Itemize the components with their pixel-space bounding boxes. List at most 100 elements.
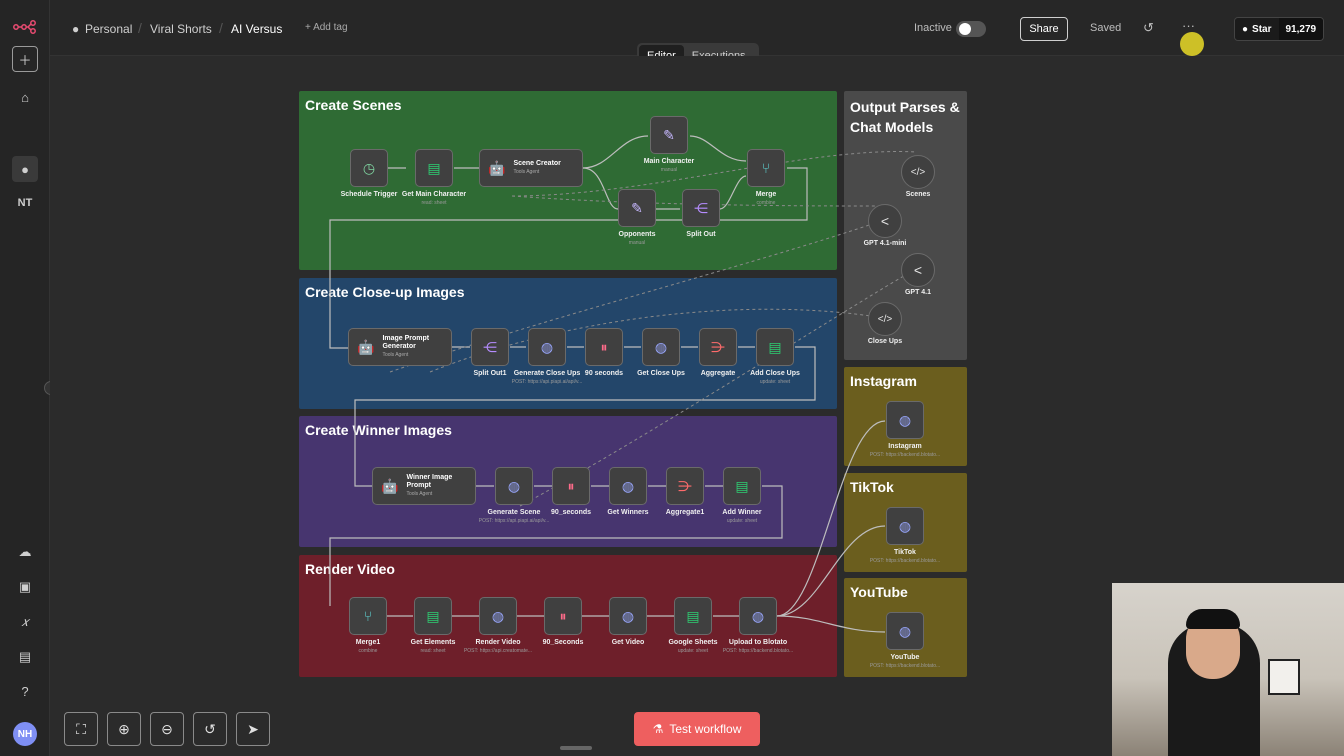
active-toggle[interactable] bbox=[956, 21, 986, 37]
schedule-trigger-node[interactable]: ◷ bbox=[350, 149, 388, 187]
reset-zoom-button[interactable]: ↺ bbox=[193, 712, 227, 746]
avatar[interactable]: NH bbox=[13, 722, 37, 746]
globe-icon: ◍ bbox=[621, 478, 635, 494]
node-label: Schedule Trigger bbox=[340, 191, 398, 198]
more-options-icon[interactable]: ··· bbox=[1182, 18, 1195, 33]
cloud-icon[interactable]: ☁ bbox=[18, 544, 32, 559]
split-out1-node[interactable]: ⋲ bbox=[471, 328, 509, 366]
instagram-node[interactable]: ◍ bbox=[886, 401, 924, 439]
merge1-node[interactable]: ⑂ bbox=[349, 597, 387, 635]
globe-icon: ◍ bbox=[540, 339, 554, 355]
breadcrumb-folder[interactable]: Viral Shorts bbox=[150, 22, 212, 36]
breadcrumb-project[interactable]: Personal bbox=[85, 22, 133, 36]
merge-node[interactable]: ⑂ bbox=[747, 149, 785, 187]
node-sub: Tools Agent bbox=[406, 491, 433, 497]
node-label: 90_seconds bbox=[550, 509, 592, 516]
aggregate1-node[interactable]: ⋺ bbox=[666, 467, 704, 505]
node-sub: read: sheet bbox=[421, 200, 447, 206]
robot-icon: 🤖 bbox=[488, 160, 506, 176]
generate-close-ups-node[interactable]: ◍ bbox=[528, 328, 566, 366]
gpt41-node[interactable]: < bbox=[901, 253, 935, 287]
upload-to-blotato-node[interactable]: ◍ bbox=[739, 597, 777, 635]
templates-icon[interactable]: ▣ bbox=[18, 579, 32, 594]
node-label: Get Elements bbox=[410, 639, 456, 646]
node-sub: update: sheet bbox=[726, 518, 758, 524]
wait-90-seconds-node[interactable]: ⏸ bbox=[585, 328, 623, 366]
zoom-out-button[interactable]: ⊖ bbox=[150, 712, 184, 746]
insights-icon[interactable]: ▤ bbox=[18, 649, 32, 664]
get-elements-node[interactable]: ▤ bbox=[414, 597, 452, 635]
sheets-icon: ▤ bbox=[427, 160, 441, 176]
node-label: Image Prompt Generator bbox=[382, 335, 430, 350]
zoom-in-button[interactable]: ⊕ bbox=[107, 712, 141, 746]
workflow-name[interactable]: AI Versus bbox=[231, 22, 283, 36]
node-label: Get Video bbox=[611, 639, 645, 646]
get-main-character-node[interactable]: ▤ bbox=[415, 149, 453, 187]
pause-icon: ⏸ bbox=[567, 478, 575, 494]
aggregate-icon: ⋺ bbox=[678, 478, 692, 494]
add-workflow-icon[interactable]: ＋ bbox=[12, 46, 38, 72]
node-sub: manual bbox=[628, 240, 646, 246]
share-button[interactable]: Share bbox=[1020, 17, 1068, 41]
tiktok-node[interactable]: ◍ bbox=[886, 507, 924, 545]
sheets-icon: ▤ bbox=[768, 339, 782, 355]
github-star-label: ●Star bbox=[1235, 18, 1279, 40]
node-label: Split Out bbox=[686, 231, 716, 238]
home-icon[interactable]: ⌂ bbox=[21, 89, 29, 105]
youtube-node[interactable]: ◍ bbox=[886, 612, 924, 650]
variables-icon[interactable]: 𝑥 bbox=[21, 614, 29, 629]
generate-scene-node[interactable]: ◍ bbox=[495, 467, 533, 505]
add-tag-button[interactable]: + Add tag bbox=[305, 22, 348, 33]
node-label: GPT 4.1-mini bbox=[863, 240, 907, 247]
split-out-node[interactable]: ⋲ bbox=[682, 189, 720, 227]
node-sub: POST: https://api.piapi.ai/api/v... bbox=[478, 518, 550, 524]
add-close-ups-node[interactable]: ▤ bbox=[756, 328, 794, 366]
code-icon: </> bbox=[877, 313, 893, 325]
code-icon: </> bbox=[910, 166, 926, 178]
n8n-logo-icon[interactable] bbox=[12, 14, 38, 40]
get-close-ups-node[interactable]: ◍ bbox=[642, 328, 680, 366]
aggregate-icon: ⋺ bbox=[711, 339, 725, 355]
node-sub: POST: https://backend.blotato... bbox=[869, 452, 941, 458]
wait-90-seconds-b-node[interactable]: ⏸ bbox=[552, 467, 590, 505]
flask-icon: ⚗ bbox=[652, 722, 664, 736]
main-character-node[interactable]: ✎ bbox=[650, 116, 688, 154]
get-video-node[interactable]: ◍ bbox=[609, 597, 647, 635]
google-sheets-node[interactable]: ▤ bbox=[674, 597, 712, 635]
panel-drag-handle[interactable] bbox=[560, 746, 592, 750]
gpt41-mini-node[interactable]: < bbox=[868, 204, 902, 238]
pause-icon: ⏸ bbox=[559, 608, 567, 624]
get-winners-node[interactable]: ◍ bbox=[609, 467, 647, 505]
test-workflow-button[interactable]: ⚗ Test workflow bbox=[634, 712, 760, 746]
opponents-node[interactable]: ✎ bbox=[618, 189, 656, 227]
wait-90-seconds-c-node[interactable]: ⏸ bbox=[544, 597, 582, 635]
aggregate-node[interactable]: ⋺ bbox=[699, 328, 737, 366]
node-label: Generate Close Ups bbox=[513, 370, 581, 377]
tidy-up-button[interactable]: ➤ bbox=[236, 712, 270, 746]
test-workflow-label: Test workflow bbox=[669, 722, 742, 736]
globe-icon: ◍ bbox=[491, 608, 505, 624]
fullscreen-icon: ⛶ bbox=[76, 720, 86, 737]
add-winner-node[interactable]: ▤ bbox=[723, 467, 761, 505]
globe-icon: ◍ bbox=[898, 412, 912, 428]
fit-view-button[interactable]: ⛶ bbox=[64, 712, 98, 746]
closeups-parser-node[interactable]: </> bbox=[868, 302, 902, 336]
node-sub: POST: https://backend.blotato... bbox=[869, 663, 941, 669]
history-icon[interactable]: ↺ bbox=[1143, 20, 1154, 35]
merge-icon: ⑂ bbox=[761, 160, 771, 176]
clock-icon: ◷ bbox=[362, 160, 376, 176]
help-icon[interactable]: ? bbox=[21, 683, 29, 699]
node-sub: update: sheet bbox=[677, 648, 709, 654]
connections-layer bbox=[329, 135, 917, 633]
render-video-node[interactable]: ◍ bbox=[479, 597, 517, 635]
mouse-cursor-highlight bbox=[1180, 32, 1204, 56]
node-sub: read: sheet bbox=[420, 648, 446, 654]
scenes-parser-node[interactable]: </> bbox=[901, 155, 935, 189]
node-sub: POST: https://api.creatomate... bbox=[463, 648, 533, 654]
github-star-button[interactable]: ●Star 91,279 bbox=[1234, 17, 1325, 41]
user-initials[interactable]: NT bbox=[17, 197, 33, 209]
user-icon[interactable]: ● bbox=[12, 156, 38, 182]
